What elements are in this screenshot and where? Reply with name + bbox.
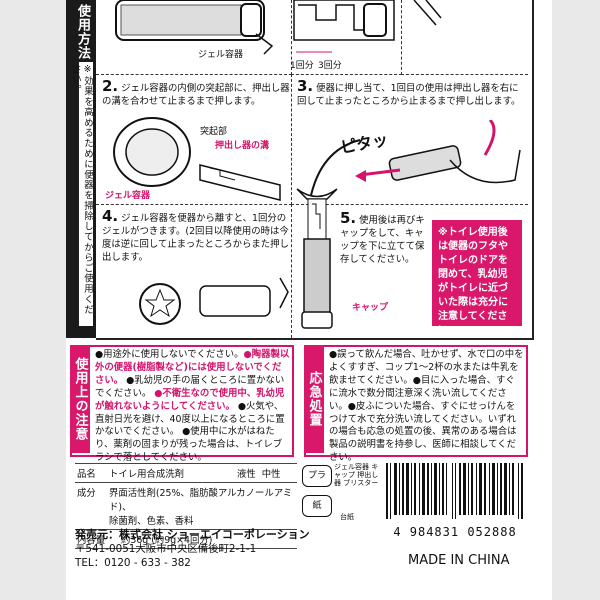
usage-note-5: ●使用中に水がはねたり、薬剤の固まりが残った場合は、トイレブラシで落としてくださ… — [95, 426, 283, 464]
cleaning-note: ※効果を高めるために便器を掃除してからご使用ください。 — [70, 62, 93, 326]
step3-description: 便器に押し当て、1回目の使用は押出し器を右に回して止まったところから止まるまで押… — [297, 83, 521, 107]
step2-description: ジェル容器の内側の突起部に、押出し器の溝を合わせて止まるまで押します。 — [102, 83, 290, 107]
step1-mid-panel — [291, 0, 402, 75]
spec-table: 品名 トイレ用合成洗剤 液性 中性 成分 界面活性剤(25%、脂肪酸アルカノール… — [75, 463, 297, 549]
emergency-band: 応急処置 — [304, 345, 324, 453]
three-times-label: 3回分 — [318, 61, 342, 71]
spec-row-volume: 内容量 約36g (約9g×4回分) — [75, 530, 297, 549]
seller-info: 発売元：株式会社 ショーエイコーポレーション 〒541-0051大阪市中央区備後… — [75, 528, 310, 570]
usage-note-1: ●用途外に使用しないでください。 — [95, 349, 244, 360]
usage-note-2: ●乳幼児の手の届くところに置かないでください。 — [95, 374, 285, 399]
name-label: 品名 — [77, 469, 96, 480]
ingredients-label: 成分 — [77, 488, 96, 499]
step1-right-panel — [401, 0, 528, 75]
toilet-note-box: ※トイレ使用後は便器のフタやトイレのドアを閉めて、乳幼児がトイレに近づいた際は充… — [432, 220, 522, 336]
ingredients-value-1: 界面活性剤(25%、脂肪酸アルカノールアミド)、 — [109, 488, 293, 513]
step4-panel — [96, 204, 292, 338]
step4-text: 4.ジェル容器を便器から離すと、1回分のジェルがつきます。(2回目以降使用の時は… — [102, 207, 292, 264]
barcode-number: 4 984831 052888 — [393, 525, 517, 539]
paper-item: 台紙 — [340, 513, 354, 521]
plastic-items: ジェル容器 キャップ 押出し器 ブリスター — [334, 463, 379, 487]
protrusion-label: 突起部 — [200, 127, 228, 137]
step5-number: 5. — [340, 209, 357, 227]
step5-product-illustration — [296, 188, 338, 329]
usage-notes-text: ●用途外に使用しないでください。●陶器製以外の便器(樹脂製など)には使用しないで… — [95, 349, 290, 465]
ingredients-value-2: 除菌剤、色素、香料 — [109, 516, 194, 527]
name-value: トイレ用合成洗剤 — [109, 469, 185, 480]
groove-label: 押出し器の溝 — [215, 141, 270, 151]
step2-number: 2. — [102, 77, 119, 95]
step2-text: 2.ジェル容器の内側の突起部に、押出し器の溝を合わせて止まるまで押します。 — [102, 77, 292, 108]
step3-panel — [291, 74, 528, 205]
step5-text: 5.使用後は再びキャップをして、キャップを下に立てて保存してください。 — [340, 209, 430, 266]
once-label: 1回分 — [290, 61, 314, 71]
step5-description: 使用後は再びキャップをして、キャップを下に立てて保存してください。 — [340, 215, 425, 265]
usage-note-4: ●火気や、直射日光を避け、40度以上になるところに置かないでください。 — [95, 400, 285, 438]
step1-illustration — [115, 0, 442, 55]
paper-recycle-icon: 紙 — [302, 495, 332, 517]
step2-illustration — [113, 117, 281, 201]
made-in-label: MADE IN CHINA — [408, 553, 510, 568]
usage-notes-band: 使用上の注意 — [70, 345, 90, 453]
gel-container-label-2: ジェル容器 — [105, 191, 151, 201]
seller-tel: TEL：0120 - 633 - 382 — [75, 557, 191, 569]
recycle-marks: プラ ジェル容器 キャップ 押出し器 ブリスター 紙 台紙 — [302, 463, 382, 521]
step3-number: 3. — [297, 77, 314, 95]
spec-row-name: 品名 トイレ用合成洗剤 液性 中性 — [75, 464, 297, 483]
liquid-label: 液性 — [237, 469, 256, 480]
step4-description: ジェル容器を便器から離すと、1回分のジェルがつきます。(2回目以降使用の時は今度… — [102, 213, 289, 263]
seller-label: 発売元 — [75, 528, 108, 541]
emergency-text: ●誤って飲んだ場合、吐かせず、水で口の中をよくすすぎ、コップ1〜2杯の水または牛… — [329, 349, 524, 464]
step1-left-panel — [96, 0, 292, 75]
usage-notes-title: 使用上の注意 — [72, 357, 88, 441]
usage-note-1-pink: ●陶器製以外の便器(樹脂製など)には使用しないでください。 — [95, 349, 290, 386]
gel-container-label-1: ジェル容器 — [198, 50, 244, 60]
spec-row-ingredients: 成分 界面活性剤(25%、脂肪酸アルカノールアミド)、 除菌剤、色素、香料 — [75, 483, 297, 530]
volume-value: 約36g (約9g×4回分) — [121, 535, 213, 546]
seller-company: 株式会社 ショーエイコーポレーション — [119, 528, 310, 541]
usage-method-title: 使用方法 — [75, 4, 90, 60]
liquid-value: 中性 — [261, 469, 281, 480]
step2-panel — [96, 74, 292, 205]
step3-illustration — [309, 120, 521, 201]
emergency-title: 応急処置 — [306, 371, 322, 427]
seller-address: 〒541-0051大阪市中央区備後町2-1-1 — [75, 543, 257, 555]
volume-label: 内容量 — [77, 535, 106, 546]
seller-company-line: 発売元：株式会社 ショーエイコーポレーション — [75, 528, 310, 541]
step4-number: 4. — [102, 207, 119, 225]
usage-note-3-pink: ●不衛生なので使用中、乳幼児が触れないようにしてください。 — [95, 387, 285, 412]
barcode — [386, 463, 523, 519]
step4-illustration — [139, 277, 289, 325]
plastic-recycle-icon: プラ — [302, 465, 332, 487]
step3-text: 3.便器に押し当て、1回目の使用は押出し器を右に回して止まったところから止まるま… — [297, 77, 522, 108]
cap-label: キャップ — [352, 303, 389, 313]
